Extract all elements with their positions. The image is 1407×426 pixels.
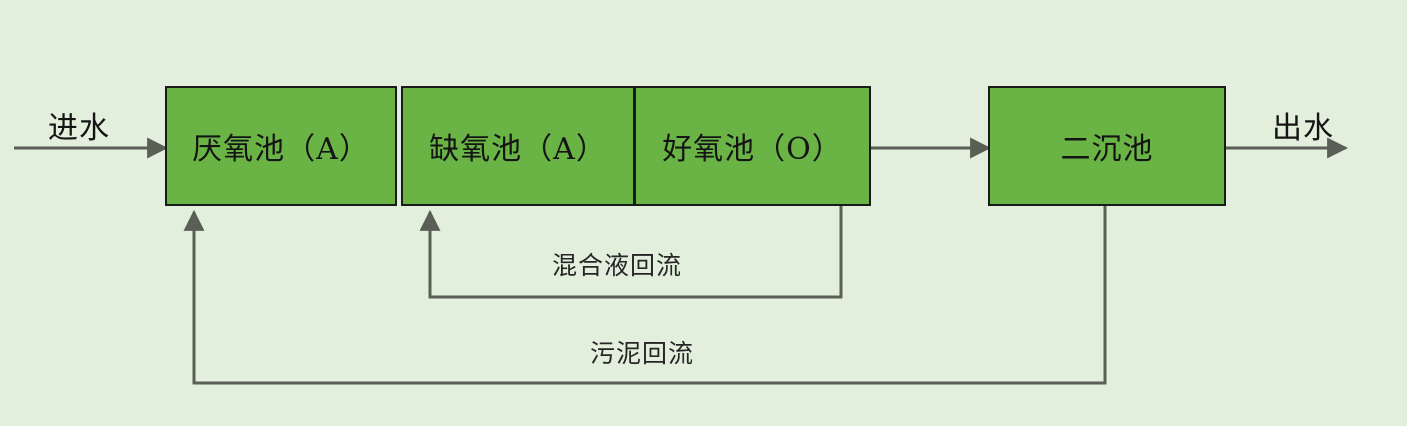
pool-secondary-clarifier[interactable]: 二沉池 (988, 86, 1226, 206)
sludge-return-label: 污泥回流 (590, 339, 695, 368)
sludge-return-line (183, 206, 1107, 385)
mixed-liquor-recycle-label: 混合液回流 (552, 251, 683, 280)
pool-oxic[interactable]: 好氧池（O） (634, 86, 871, 206)
pool-anoxic-label: 缺氧池（A） (429, 132, 607, 167)
pool-anaerobic[interactable]: 厌氧池（A） (165, 86, 397, 206)
pool-secondary-clarifier-label: 二沉池 (1060, 132, 1154, 167)
mixed-liquor-recycle-line (419, 206, 843, 299)
influent-label: 进水 (48, 111, 110, 146)
effluent-label: 出水 (1272, 111, 1334, 146)
pool-anaerobic-label: 厌氧池（A） (192, 132, 370, 167)
pool-oxic-label: 好氧池（O） (662, 132, 843, 167)
pool-anoxic[interactable]: 缺氧池（A） (401, 86, 635, 206)
